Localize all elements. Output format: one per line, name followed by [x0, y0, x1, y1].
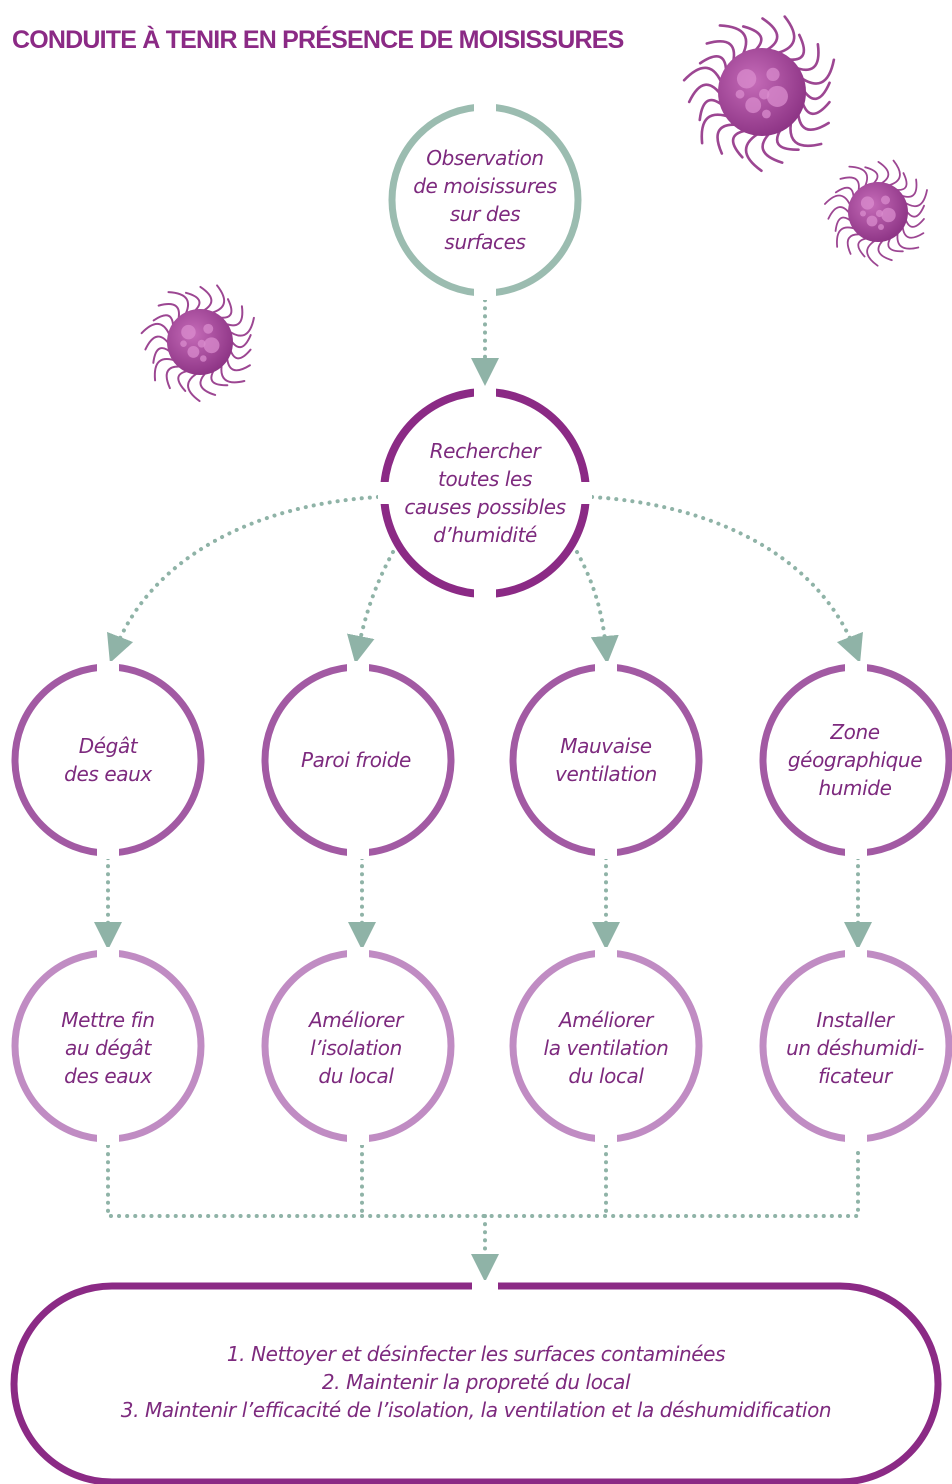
connector-merge-bar: [106, 1144, 860, 1218]
connector-search-to-cause-2: [347, 550, 395, 664]
action-node-text-1: Mettre fin au dégât des eaux: [61, 1008, 155, 1088]
action-rings: [11, 947, 952, 1145]
action-node-ring-3: [509, 947, 703, 1145]
action-node-ring-4: [759, 947, 952, 1145]
final-steps: 1. Nettoyer et désinfecter les surfaces …: [40, 1338, 912, 1426]
action-node-text-2: Améliorer l’isolation du local: [309, 1008, 403, 1088]
action-node-ring-1: [11, 947, 205, 1145]
connector-search-to-cause-3: [575, 550, 619, 664]
cause-node-ring-4: [759, 661, 952, 859]
cause-rings: [11, 661, 952, 859]
final-step-1: 1. Nettoyer et désinfecter les surfaces …: [226, 1342, 726, 1366]
final-step-3: 3. Maintenir l’efficacité de l’isolation…: [120, 1398, 832, 1422]
action-node-text-3: Améliorer la ventilation du local: [543, 1008, 669, 1088]
action-node-ring-2: [261, 947, 455, 1145]
action-node-text-4: Installer un déshumidi- ficateur: [786, 1008, 924, 1088]
cause-node-text-3: Mauvaise ventilation: [555, 734, 657, 786]
start-node-text: Observation de moisissures sur des surfa…: [413, 146, 557, 254]
connector-search-to-cause-4: [590, 495, 863, 664]
search-node-text: Rechercher toutes les causes possibles d…: [404, 439, 566, 547]
search-node-ring: [378, 386, 592, 600]
start-node-ring: [388, 100, 582, 300]
cause-node-text-2: Paroi froide: [301, 748, 411, 772]
cause-node-ring-1: [11, 661, 205, 859]
mold-spore-icon: [682, 15, 836, 173]
final-step-2: 2. Maintenir la propreté du local: [321, 1370, 631, 1394]
mold-spore-icon: [824, 159, 928, 267]
cause-node-text-4: Zone géographique humide: [787, 720, 923, 800]
final-box: [10, 1280, 942, 1484]
connector-lines: [94, 290, 872, 1282]
connector-search-to-cause-1: [107, 495, 380, 664]
cause-node-ring-2: [261, 661, 455, 859]
cause-node-ring-3: [509, 661, 703, 859]
page-title: CONDUITE À TENIR EN PRÉSENCE DE MOISISSU…: [12, 26, 624, 54]
mold-spore-icon: [140, 284, 255, 403]
cause-node-text-1: Dégât des eaux: [64, 734, 152, 786]
